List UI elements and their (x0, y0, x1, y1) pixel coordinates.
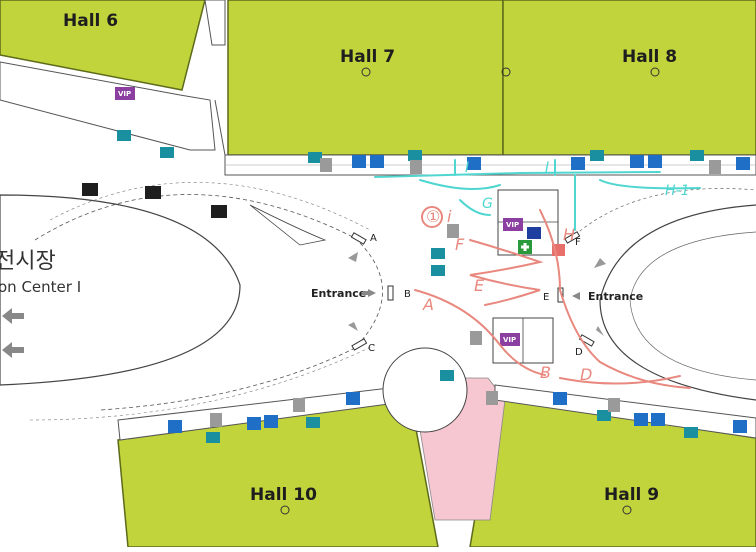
escalator-icons (117, 130, 704, 443)
hall-7-label: Hall 7 (340, 47, 395, 67)
annotation-e: E (474, 276, 485, 295)
door-b: B (404, 289, 411, 300)
hall-6[interactable]: Hall 6 (0, 0, 206, 91)
annotation-1: ① (426, 207, 440, 226)
left-walkway-arc (34, 194, 383, 411)
first-aid-icon[interactable] (518, 240, 532, 254)
restroom-icons (168, 155, 750, 433)
hall-7[interactable]: Hall 7 (227, 0, 504, 156)
door-e: E (543, 292, 549, 303)
annotation-i: i (447, 207, 452, 226)
svg-text:VIP: VIP (506, 221, 519, 229)
vip-icon-center[interactable]: VIP (503, 218, 523, 231)
cyan-route-annotation (374, 159, 701, 231)
annotation-i-2: I (545, 160, 549, 176)
hall-10-label: Hall 10 (250, 485, 317, 505)
svg-text:VIP: VIP (118, 90, 131, 98)
annotation-b: B (540, 363, 551, 382)
annotation-a: A (422, 295, 434, 314)
vip-icon-hall6[interactable]: VIP (115, 87, 135, 100)
annotation-g: G (482, 196, 493, 212)
annotation-h1: H-1 (665, 183, 690, 199)
door-a: A (370, 233, 377, 244)
hall-8-pin-icon (650, 67, 660, 77)
hall-9-label: Hall 9 (604, 485, 659, 505)
elevator-icons (210, 158, 721, 427)
left-arrow-icon (2, 308, 24, 358)
hall-7-pin-icon (361, 67, 371, 77)
hall-8[interactable]: Hall 8 (501, 0, 756, 156)
direction-arrows (348, 252, 606, 336)
annotation-i-1: I (465, 160, 469, 176)
hall-10-pin-icon (280, 505, 290, 515)
convention-center-oval (0, 194, 241, 386)
hall-6-label: Hall 6 (63, 11, 118, 31)
door-d: D (575, 347, 583, 358)
right-curved-building (599, 204, 756, 401)
rotunda (382, 347, 468, 433)
column-pin-icon (501, 67, 511, 77)
pink-route-annotation (414, 206, 691, 389)
annotation-f: F (455, 235, 465, 254)
annotation-d: D (580, 365, 592, 384)
entrance-east-label: Entrance (588, 290, 643, 303)
center-label-ko: 전시장 (0, 249, 56, 274)
annotation-h: H (563, 225, 575, 244)
entrance-west-arrow-icon (363, 289, 376, 297)
entrance-east-arrow-icon (572, 292, 580, 300)
entrance-west-label: Entrance (311, 287, 366, 300)
center-label-en: on Center I (0, 278, 81, 296)
restroom-accessible-icon[interactable] (527, 227, 541, 239)
door-f: F (575, 237, 581, 248)
vip-icon-south[interactable]: VIP (500, 333, 520, 346)
hall-10[interactable]: Hall 10 (117, 396, 439, 548)
escalator-dark-icons (82, 183, 227, 218)
hall-8-label: Hall 8 (622, 47, 677, 67)
door-c: C (368, 343, 375, 354)
hall-9-pin-icon (622, 505, 632, 515)
svg-text:VIP: VIP (503, 336, 516, 344)
